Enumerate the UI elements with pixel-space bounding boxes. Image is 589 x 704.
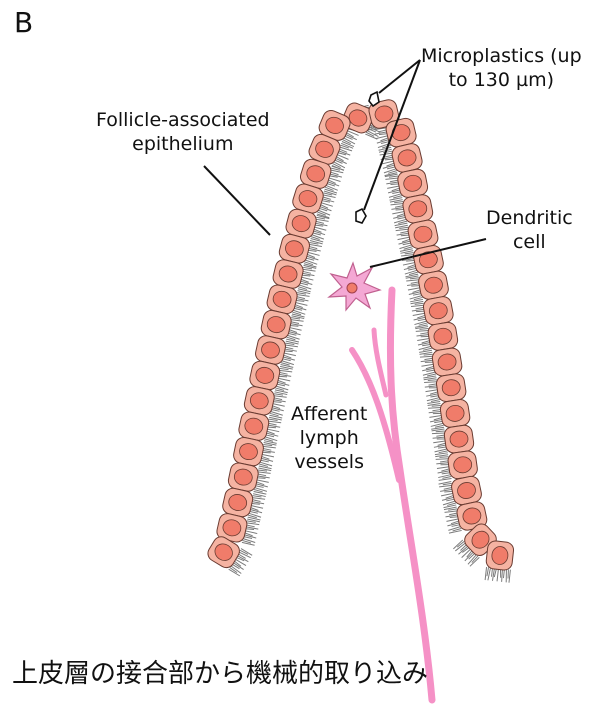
right-epithelium-cell	[427, 321, 459, 351]
follicle-epithelium-label: Follicle-associated epithelium	[96, 108, 270, 156]
dendritic-cell	[329, 263, 380, 310]
dendritic-cell-label-line-1: Dendritic	[486, 206, 573, 230]
microplastics-label-line-2: to 130 µm)	[421, 68, 582, 92]
epithelial-cells	[205, 98, 514, 571]
right-epithelium-cell	[443, 424, 474, 454]
right-epithelium-cell	[402, 193, 435, 224]
dendritic-cell-label-line-2: cell	[486, 230, 573, 254]
right-epithelium-cell	[422, 295, 454, 326]
microplastics-label-line-1: Microplastics (up	[421, 44, 582, 68]
microplastic-particle-top	[369, 92, 379, 106]
microplastics-label: Microplastics (up to 130 µm)	[421, 44, 582, 92]
microplastic-particle-lower	[356, 209, 366, 223]
lymph-vessels-label-line-3: vessels	[291, 450, 367, 474]
right-epithelium-cell	[447, 450, 478, 480]
right-epithelium-cell	[431, 347, 463, 377]
lymph-vessels-label: Afferent lymph vessels	[291, 402, 367, 474]
lymph-vessels-label-line-1: Afferent	[291, 402, 367, 426]
dendritic-cell-label: Dendritic cell	[486, 206, 573, 254]
follicle-epithelium-label-line-2: epithelium	[96, 132, 270, 156]
right-epithelium-cell	[485, 540, 514, 571]
lymph-vessel-twig	[374, 330, 386, 395]
dendritic-cell-nucleus	[347, 283, 357, 293]
right-epithelium-cell	[417, 270, 449, 301]
lymph-vessels-label-line-2: lymph	[291, 426, 367, 450]
panel-letter: B	[14, 6, 33, 40]
lymph-vessels	[352, 290, 432, 700]
right-epithelium-cell	[439, 398, 471, 428]
pointer-epithelium	[204, 166, 270, 235]
right-epithelium-cell	[435, 373, 467, 403]
caption: 上皮層の接合部から機械的取り込み	[12, 657, 428, 691]
follicle-epithelium-label-line-1: Follicle-associated	[96, 108, 270, 132]
right-epithelium-cell	[396, 168, 429, 199]
